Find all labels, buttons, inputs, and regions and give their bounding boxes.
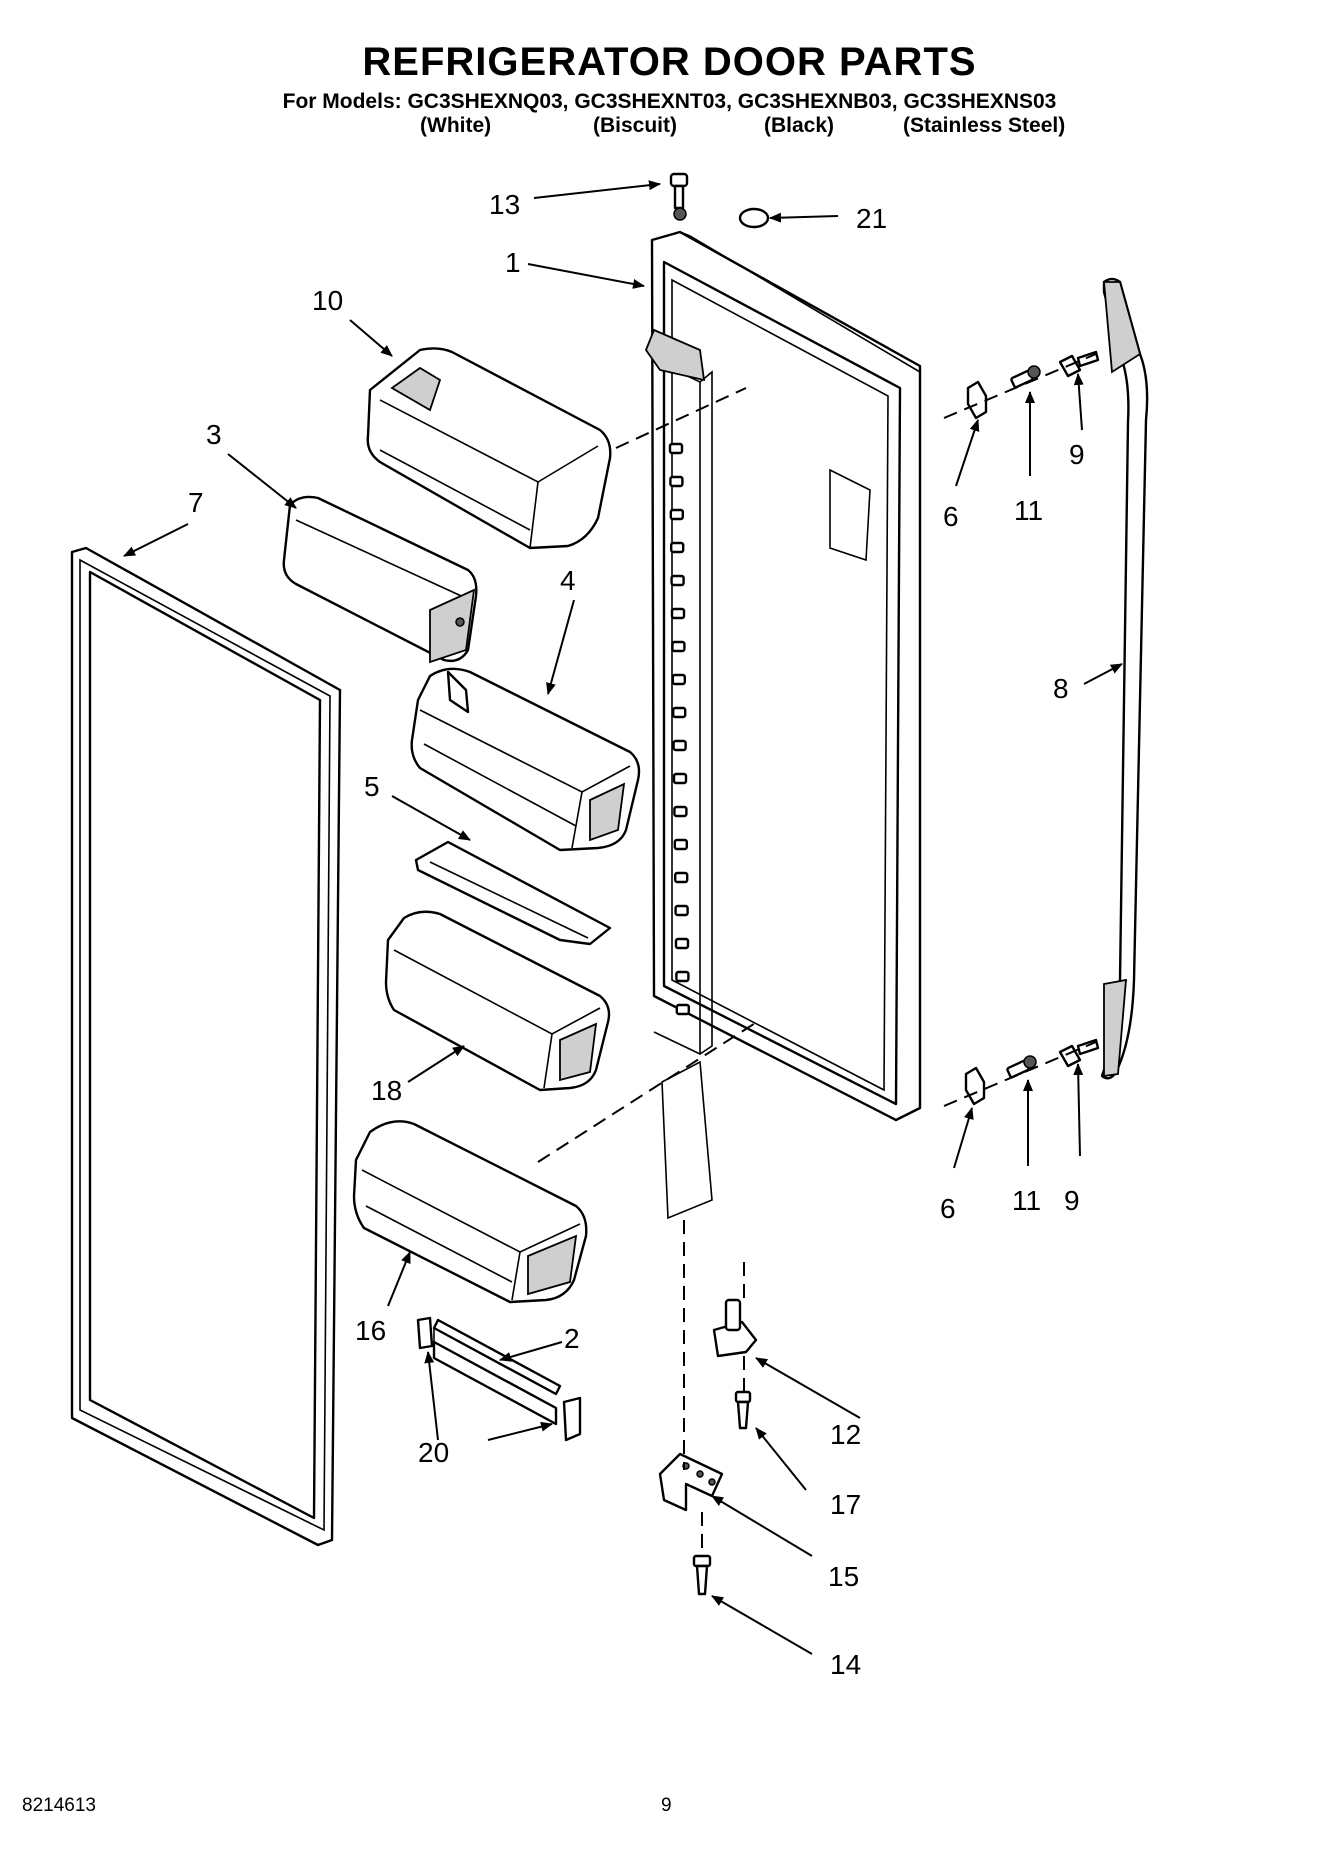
part-1-door-assembly (644, 230, 922, 1220)
shelf-rail-bump (670, 574, 685, 587)
leader-arrows (123, 180, 1123, 1655)
part-6-clip-upper (966, 380, 988, 420)
callout-20: 20 (418, 1437, 449, 1468)
shelf-rail-bump (672, 772, 688, 785)
part-4-door-bin (410, 667, 641, 852)
shelf-rail-bump (672, 706, 687, 719)
callout-7: 7 (188, 487, 204, 518)
part-5-shelf-insert (414, 840, 612, 946)
shelf-rail-bump (668, 442, 684, 455)
part-6-clip-lower (964, 1066, 986, 1106)
part-3-dairy-door (282, 495, 478, 664)
shelf-rail-bump (670, 541, 685, 554)
callout-10: 10 (312, 285, 343, 316)
callout-5: 5 (364, 771, 380, 802)
part-7-door-gasket (70, 546, 342, 1547)
callout-1: 1 (505, 247, 521, 278)
color-biscuit: (Biscuit) (593, 114, 677, 137)
part-20-end-caps (416, 1316, 582, 1442)
part-8-door-handle (1100, 277, 1149, 1080)
callout-6-lower: 6 (940, 1193, 956, 1224)
callout-17: 17 (830, 1489, 861, 1520)
color-white: (White) (420, 114, 492, 137)
callout-11-upper: 11 (1014, 495, 1043, 526)
models-line: For Models: GC3SHEXNQ03, GC3SHEXNT03, GC… (282, 90, 1057, 113)
shelf-rail-bump (674, 904, 689, 917)
shelf-rail-bump (674, 871, 689, 884)
part-12-hinge-bushing (712, 1298, 758, 1358)
assembly-lines (537, 353, 1097, 1556)
page-number: 9 (661, 1795, 672, 1816)
shelf-rail-bump (672, 739, 687, 752)
color-stainless: (Stainless Steel) (903, 114, 1066, 137)
callout-14: 14 (830, 1649, 861, 1680)
part-11-screw-upper (1010, 365, 1041, 389)
callout-13: 13 (489, 189, 520, 220)
part-16-door-bin (352, 1120, 588, 1304)
callout-21: 21 (856, 203, 887, 234)
callout-9-lower: 9 (1064, 1185, 1080, 1216)
shelf-rail-bump (675, 970, 690, 983)
shelf-rail-bump (674, 937, 690, 950)
callout-11-lower: 11 (1012, 1185, 1041, 1216)
callout-3: 3 (206, 419, 222, 450)
part-18-door-bin (384, 910, 611, 1092)
part-15-bottom-hinge (658, 1452, 724, 1512)
callout-labels: 13 21 1 10 3 7 4 5 18 16 2 20 12 17 15 1… (188, 189, 1085, 1680)
shelf-rail-bump (675, 1003, 690, 1016)
callout-4: 4 (560, 565, 576, 596)
callout-15: 15 (828, 1561, 859, 1592)
shelf-rail-bump (673, 805, 688, 818)
shelf-rail-bump (671, 673, 686, 686)
callout-8: 8 (1053, 673, 1069, 704)
shelf-rail-bump (669, 475, 684, 488)
part-10-dairy-compartment (366, 347, 612, 550)
callout-9-upper: 9 (1069, 439, 1085, 470)
page-title: REFRIGERATOR DOOR PARTS (362, 40, 977, 84)
part-11-screw-lower (1006, 1055, 1037, 1079)
color-black: (Black) (764, 114, 835, 137)
shelf-rail-bump (671, 640, 686, 653)
shelf-rail-bump (673, 838, 688, 851)
callout-18: 18 (371, 1075, 402, 1106)
part-17-screw (734, 1390, 752, 1430)
callout-6-upper: 6 (943, 501, 959, 532)
callout-16: 16 (355, 1315, 386, 1346)
callout-2: 2 (564, 1323, 580, 1354)
part-14-screw (692, 1554, 712, 1596)
shelf-rail-bump (669, 508, 684, 521)
part-21-plug (738, 207, 770, 229)
callout-12: 12 (830, 1419, 861, 1450)
doc-number: 8214613 (22, 1795, 96, 1816)
part-13-hinge-screw (669, 172, 689, 221)
shelf-rail-bump (670, 607, 686, 620)
part-2-trim-strip (432, 1318, 562, 1426)
